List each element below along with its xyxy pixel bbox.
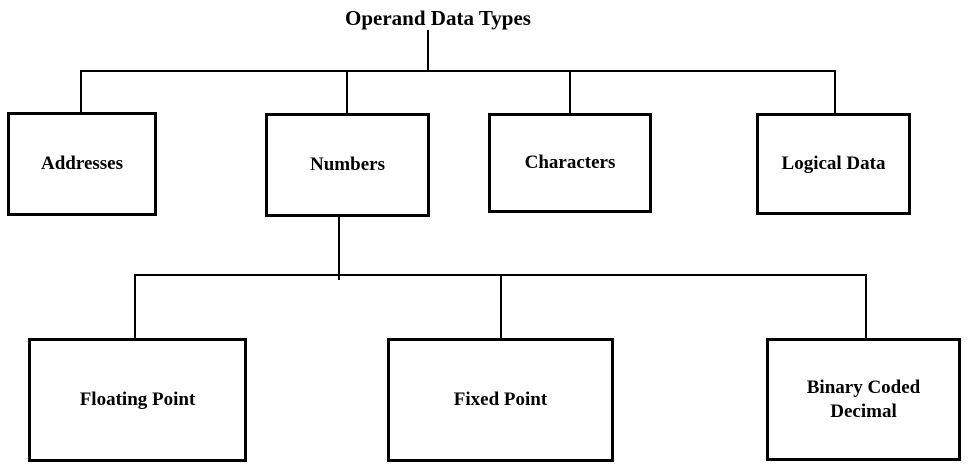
connector-top-horizontal: [81, 70, 836, 72]
diagram-title: Operand Data Types: [345, 6, 531, 30]
node-floating-point-label: Floating Point: [79, 389, 196, 411]
node-addresses: Addresses: [7, 112, 157, 216]
node-binary-coded-decimal-label: Binary Coded Decimal: [806, 376, 921, 422]
node-logical-data-label: Logical Data: [781, 153, 886, 175]
node-numbers-label: Numbers: [310, 154, 385, 176]
connector-numbers-stem: [338, 216, 340, 280]
node-characters: Characters: [488, 113, 652, 213]
connector-drop-numbers: [346, 70, 348, 114]
connector-title-stem: [427, 30, 429, 71]
node-floating-point: Floating Point: [28, 338, 247, 462]
node-addresses-label: Addresses: [41, 153, 123, 175]
node-logical-data: Logical Data: [756, 113, 911, 215]
connector-drop-logical-data: [834, 70, 836, 114]
node-fixed-point-label: Fixed Point: [453, 389, 548, 411]
node-characters-label: Characters: [524, 152, 616, 174]
connector-drop-addresses: [80, 70, 82, 113]
node-numbers: Numbers: [265, 113, 430, 217]
connector-drop-characters: [569, 70, 571, 114]
connector-drop-fixed-point: [500, 274, 502, 339]
connector-drop-floating-point: [134, 274, 136, 339]
node-fixed-point: Fixed Point: [387, 338, 614, 462]
connector-drop-binary-coded-decimal: [865, 274, 867, 339]
node-binary-coded-decimal: Binary Coded Decimal: [766, 338, 961, 461]
